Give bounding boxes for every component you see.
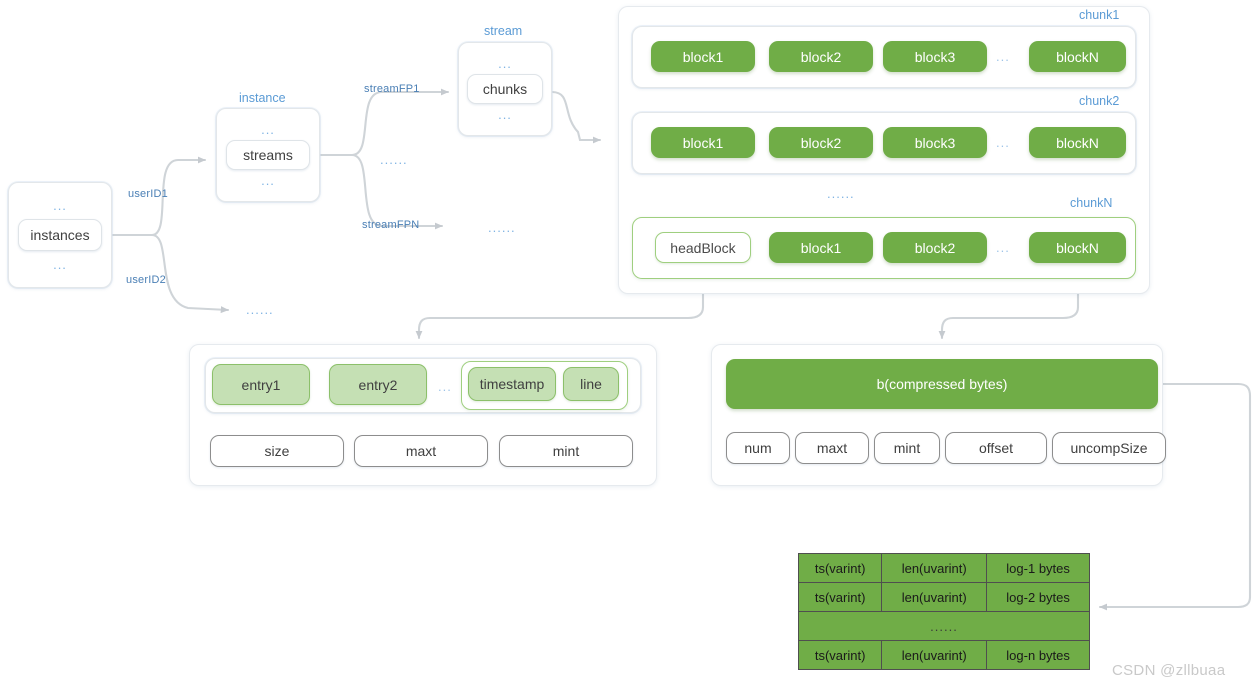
stream-top-dots: ... [498,56,512,71]
cell-log: log-1 bytes [986,553,1090,583]
instances-top-dots: ... [53,198,67,213]
headblock-field-size[interactable]: size [210,435,344,467]
instances-node[interactable]: ... instances ... [8,182,112,288]
instances-bottom-dots: ... [53,257,67,272]
table-row: ts(varint) len(uvarint) log-2 bytes [797,582,1090,612]
instance-bottom-dots: ... [261,173,275,188]
field-label: offset [979,440,1013,456]
edge-label-userid1: userID1 [128,188,168,200]
field-label: maxt [405,443,437,459]
edge-label-userid2: userID2 [126,274,166,286]
streamfpn-target-dots: ...... [488,220,516,235]
field-label: uncompSize [1070,440,1148,456]
edge-label-streamfp1: streamFP1 [364,83,420,95]
block-field-num[interactable]: num [726,432,790,464]
entry-line-field[interactable]: line [563,367,619,401]
compressed-bytes-label: b(compressed bytes) [876,376,1008,392]
chunk1-block-ellipsis: ... [996,49,1010,64]
field-label: mint [552,443,580,459]
cell-len: len(uvarint) [881,582,988,612]
block-label: block2 [800,48,842,65]
chunk2-block-0[interactable]: block1 [651,127,755,158]
block-label: block3 [914,134,956,151]
block-label: blockN [1056,48,1099,65]
edge-label-streamfpn: streamFPN [362,219,420,231]
streams-label: streams [243,147,293,163]
chunk2-caption: chunk2 [1079,94,1120,108]
block-label: blockN [1056,134,1099,151]
chunk1-block-4[interactable]: blockN [1029,41,1126,72]
chunkn-block-ellipsis: ... [996,240,1010,255]
instances-label-pill[interactable]: instances [18,219,102,251]
bytes-table: ts(varint) len(uvarint) log-1 bytes ts(v… [797,553,1090,670]
entry2-box[interactable]: entry2 [329,364,427,405]
block-label: block2 [800,134,842,151]
field-label: line [580,376,602,392]
entry-label: entry2 [358,376,398,393]
block-field-offset[interactable]: offset [945,432,1047,464]
block-field-maxt[interactable]: maxt [795,432,869,464]
block-label: block1 [800,239,842,256]
block-label: block2 [914,239,956,256]
cell-ellipsis: ...... [798,611,1090,641]
block-field-mint[interactable]: mint [874,432,940,464]
table-row: ts(varint) len(uvarint) log-n bytes [797,640,1090,670]
cell-ts: ts(varint) [797,553,883,583]
chunkn-block-1[interactable]: block1 [769,232,873,263]
field-label: maxt [816,440,848,456]
chunks-between-dots: ...... [827,186,855,201]
field-label: size [264,443,290,459]
chunk2-block-ellipsis: ... [996,135,1010,150]
chunkn-caption: chunkN [1070,196,1113,210]
field-label: mint [893,440,921,456]
cell-len: len(uvarint) [881,553,988,583]
field-label: timestamp [479,376,545,392]
watermark: CSDN @zllbuaa [1112,662,1226,679]
chunk2-block-2[interactable]: block3 [883,127,987,158]
chunk2-block-1[interactable]: block2 [769,127,873,158]
chunk1-block-1[interactable]: block2 [769,41,873,72]
chunkn-headblock[interactable]: headBlock [655,232,751,263]
block-label: blockN [1056,239,1099,256]
block-label: block1 [682,48,724,65]
block-label: block1 [682,134,724,151]
block-label: headBlock [670,239,736,256]
instances-label: instances [30,227,90,243]
field-label: num [744,440,772,456]
block-label: block3 [914,48,956,65]
block-field-uncompsize[interactable]: uncompSize [1052,432,1166,464]
chunk1-block-0[interactable]: block1 [651,41,755,72]
userid2-target-dots: ...... [246,302,274,317]
chunkn-block-2[interactable]: block2 [883,232,987,263]
headblock-field-maxt[interactable]: maxt [354,435,488,467]
cell-ts: ts(varint) [797,640,883,670]
entry1-box[interactable]: entry1 [212,364,310,405]
headblock-field-mint[interactable]: mint [499,435,633,467]
compressed-bytes-box[interactable]: b(compressed bytes) [726,359,1158,409]
stream-middle-dots: ...... [380,152,408,167]
instance-caption: instance [239,91,286,105]
stream-node[interactable]: ... chunks ... [458,42,552,136]
cell-log: log-2 bytes [986,582,1090,612]
table-row: ts(varint) len(uvarint) log-1 bytes [797,553,1090,583]
chunks-label: chunks [482,81,528,97]
entries-ellipsis: ... [438,379,452,394]
stream-bottom-dots: ... [498,107,512,122]
chunk2-block-4[interactable]: blockN [1029,127,1126,158]
cell-len: len(uvarint) [881,640,988,670]
instance-node[interactable]: ... streams ... [216,108,320,202]
table-row-ellipsis: ...... [798,611,1090,641]
entry-timestamp-field[interactable]: timestamp [468,367,556,401]
cell-log: log-n bytes [986,640,1090,670]
chunkn-block-4[interactable]: blockN [1029,232,1126,263]
chunk1-block-2[interactable]: block3 [883,41,987,72]
chunks-pill[interactable]: chunks [467,74,543,104]
cell-ts: ts(varint) [797,582,883,612]
entry-label: entry1 [241,376,281,393]
streams-pill[interactable]: streams [226,140,310,170]
instance-top-dots: ... [261,122,275,137]
stream-caption: stream [484,24,523,38]
chunk1-caption: chunk1 [1079,8,1120,22]
